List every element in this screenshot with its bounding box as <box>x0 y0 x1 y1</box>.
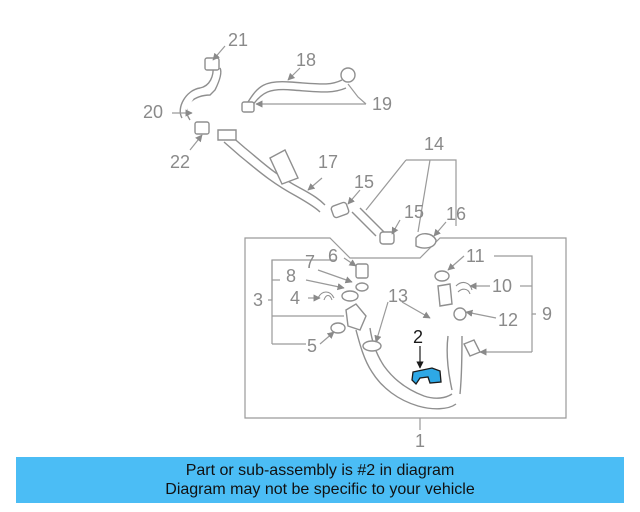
callout-9: 9 <box>542 304 552 324</box>
callout-19: 19 <box>372 94 392 114</box>
upper-hose-group <box>179 57 356 213</box>
callout-1: 1 <box>415 431 425 451</box>
callout-20: 20 <box>143 102 163 122</box>
callout-17: 17 <box>318 152 338 172</box>
middle-parts-group <box>330 201 437 249</box>
highlighted-part-2 <box>411 367 442 386</box>
callout-5: 5 <box>307 336 317 356</box>
callout-7: 7 <box>305 252 315 272</box>
callout-18: 18 <box>296 50 316 70</box>
callout-12: 12 <box>498 310 518 330</box>
callout-16: 16 <box>446 204 466 224</box>
callout-15-upper: 15 <box>354 172 374 192</box>
callout-6: 6 <box>328 246 338 266</box>
callout-11: 11 <box>466 246 485 266</box>
leader-lines <box>172 45 536 369</box>
callout-3: 3 <box>253 290 263 310</box>
callout-8: 8 <box>286 266 296 286</box>
assembly-outline <box>244 237 567 419</box>
caption-line-part-number: Part or sub-assembly is #2 in diagram <box>185 462 455 479</box>
callout-labels: 21 18 19 20 14 22 17 15 15 16 6 7 8 11 1… <box>143 30 552 451</box>
callout-15-lower: 15 <box>404 202 424 222</box>
callout-14: 14 <box>424 134 444 154</box>
callout-4: 4 <box>290 288 300 308</box>
info-caption-bar: Part or sub-assembly is #2 in diagram Di… <box>16 457 624 503</box>
caption-line-disclaimer: Diagram may not be specific to your vehi… <box>165 481 475 498</box>
callout-10: 10 <box>492 276 512 296</box>
parts-diagram: 21 18 19 20 14 22 17 15 15 16 6 7 8 11 1… <box>143 30 567 451</box>
callout-21: 21 <box>228 30 248 50</box>
callout-2: 2 <box>413 327 423 347</box>
lower-assembly-group <box>317 263 481 410</box>
callout-22: 22 <box>170 152 190 172</box>
callout-13: 13 <box>388 286 408 306</box>
